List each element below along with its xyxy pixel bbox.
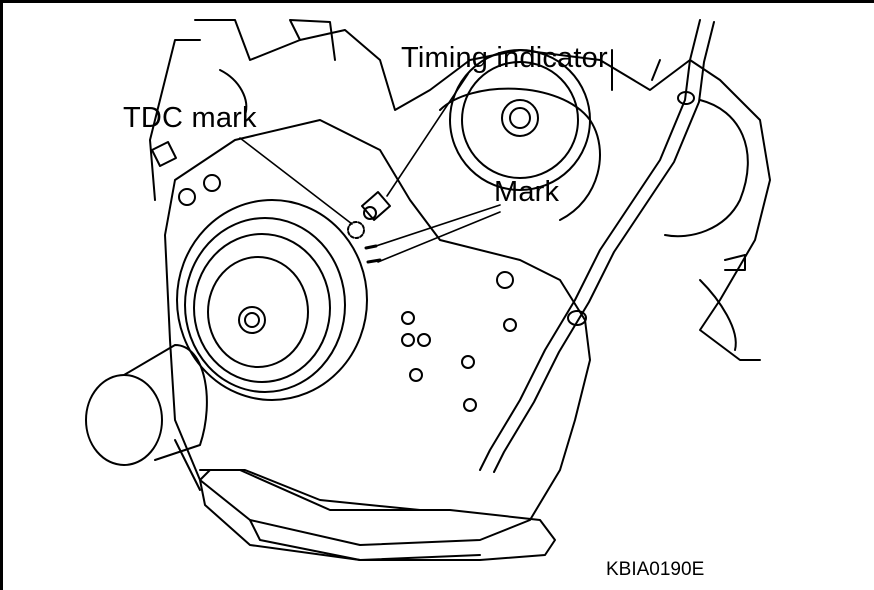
tdc-mark-label: TDC mark (123, 102, 257, 134)
leader-tdc-mark (239, 137, 353, 225)
top-border-rule (0, 0, 874, 3)
leader-timing-indicator (386, 73, 469, 197)
leader-mark-1 (375, 204, 501, 247)
tdc-mark-circle (347, 221, 365, 239)
oil-filter (85, 344, 208, 466)
oil-pan (199, 469, 556, 561)
timing-indicator-label: Timing indicator (401, 42, 608, 74)
dipstick-tube (479, 19, 715, 473)
timing-indicator-pin (361, 191, 391, 221)
figure-code-label: KBIA0190E (606, 559, 705, 580)
crankshaft-pulley (176, 199, 368, 401)
mark-label: Mark (494, 176, 560, 208)
timing-marks (364, 244, 382, 264)
leader-lines (239, 73, 501, 263)
left-border-rule (0, 0, 3, 590)
water-pump-pulley (449, 49, 591, 191)
leader-mark-2 (377, 211, 501, 263)
